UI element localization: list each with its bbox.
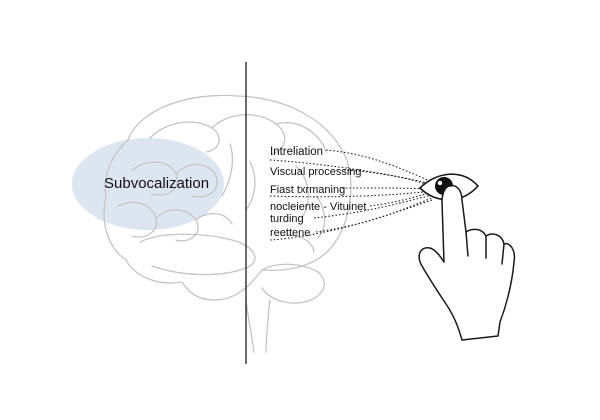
label-reettene: reettene [270, 227, 311, 239]
sulcus-4 [315, 195, 326, 239]
label-nocleiente: nocleiente - Vituinet [270, 201, 367, 213]
sulcus-2 [245, 161, 256, 211]
gyrus-5 [175, 163, 218, 198]
subvocalization-label: Subvocalization [104, 175, 210, 192]
brainstem [245, 299, 271, 353]
label-intreliation: Intreliation [270, 146, 324, 158]
sulcus-3 [295, 165, 309, 219]
sulcus-1 [221, 143, 234, 197]
cerebellum [261, 263, 325, 304]
gyrus-8 [195, 213, 233, 225]
hand-outline [418, 184, 516, 341]
label-fast-forming: Fiast txrmaning [270, 184, 346, 196]
sulcus-5 [279, 234, 315, 253]
knuckle-1 [465, 231, 469, 257]
temporal-lobe [139, 233, 256, 276]
pointing-hand [418, 184, 516, 341]
connection-lines [269, 149, 433, 241]
subvocalization-highlight [72, 138, 224, 230]
eye-pupil-highlight [437, 180, 443, 186]
label-visual-processing: Viscual processing [270, 166, 362, 178]
label-turding: turding [270, 213, 304, 225]
knuckle-3 [501, 243, 505, 265]
brain-outline [103, 94, 352, 353]
gyrus-3 [275, 122, 327, 153]
